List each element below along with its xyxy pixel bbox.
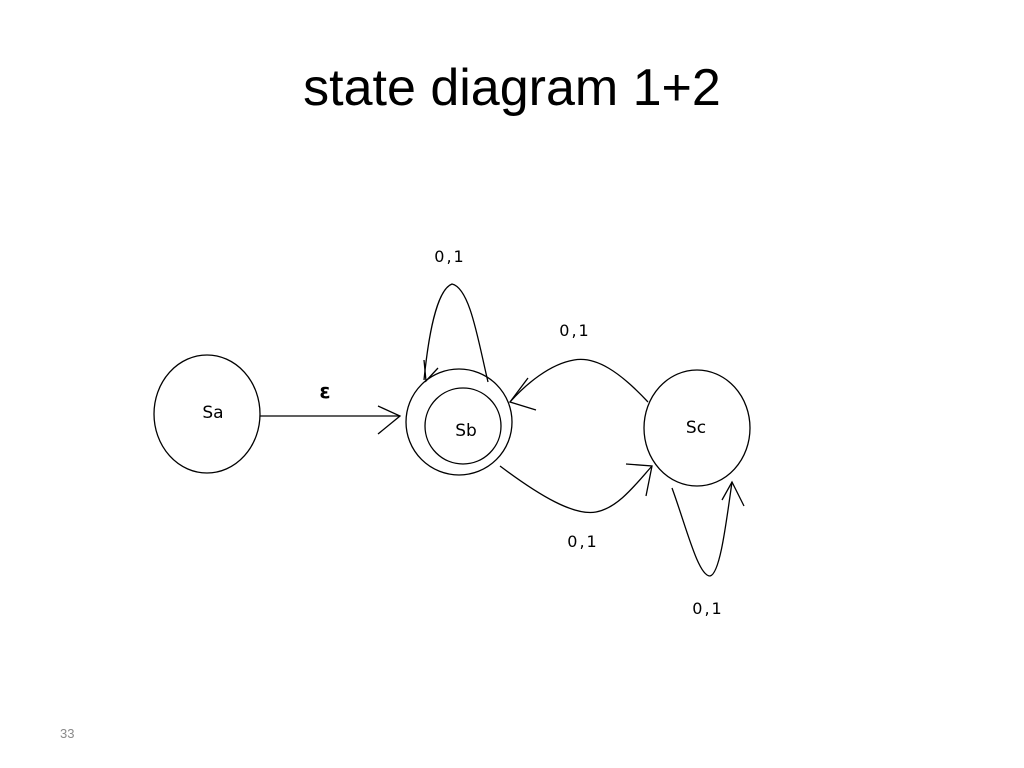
transition-sb-sc: 0,1 — [499, 463, 653, 551]
slide-title: state diagram 1+2 — [303, 59, 721, 117]
state-sc: Sc — [643, 369, 751, 487]
transition-sc-sc-curve — [671, 481, 733, 577]
transition-sa-sb-arrowhead — [377, 405, 402, 435]
transition-sa-sb: ε — [260, 379, 402, 435]
transition-sa-sb-label: ε — [319, 379, 330, 403]
state-sa-circle — [153, 354, 261, 474]
transition-sc-sc: 0,1 — [671, 480, 745, 618]
state-sa: Sa — [153, 354, 261, 474]
transition-sc-sb: 0,1 — [508, 321, 649, 411]
transition-sc-sb-label: 0,1 — [559, 321, 590, 340]
transition-sb-sc-arrowhead — [625, 463, 653, 497]
state-sb-outer-circle — [405, 368, 513, 476]
transition-sb-sb-arrowhead — [423, 359, 439, 383]
state-sb: Sb — [405, 368, 513, 476]
transition-sc-sc-arrowhead — [721, 480, 745, 507]
transition-sc-sb-arrowhead — [508, 377, 537, 411]
transition-sb-sc-curve — [499, 465, 653, 514]
transition-sb-sb-label: 0,1 — [434, 247, 465, 266]
transition-sc-sb-curve — [509, 358, 649, 403]
state-sc-circle — [643, 369, 751, 487]
page-number: 33 — [60, 726, 75, 741]
transition-sb-sb: 0,1 — [423, 247, 489, 383]
state-sc-label: Sc — [686, 418, 706, 438]
transition-sb-sc-label: 0,1 — [567, 532, 598, 551]
state-sa-label: Sa — [202, 403, 223, 423]
state-sb-label: Sb — [455, 421, 477, 441]
state-sb-inner-circle — [424, 387, 502, 465]
transition-sc-sc-label: 0,1 — [692, 599, 723, 618]
transition-sb-sb-curve — [423, 283, 489, 383]
